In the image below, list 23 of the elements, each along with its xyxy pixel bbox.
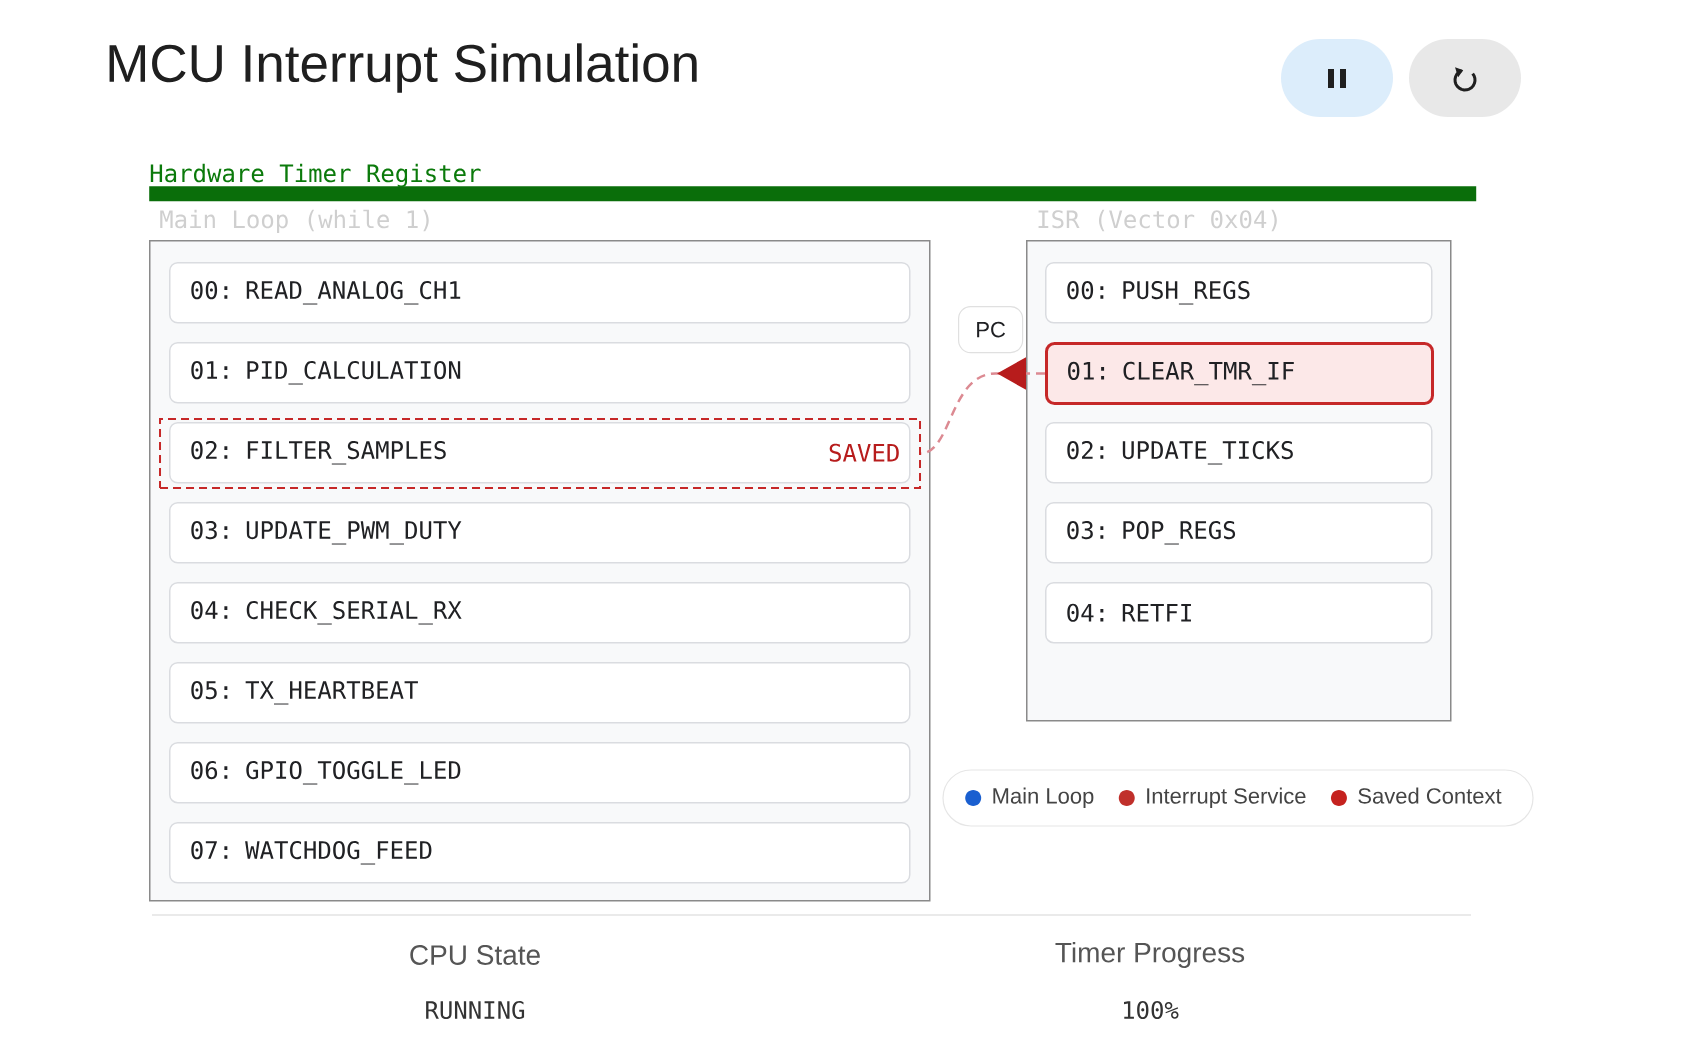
stat-value: 100% xyxy=(1124,1000,1179,1020)
instruction-box: 07: WATCHDOG_FEED xyxy=(169,822,911,884)
pointer-label: PC xyxy=(958,306,1024,354)
instruction-box: 02: UPDATE_TICKS xyxy=(1045,422,1433,484)
instruction-box: 06: GPIO_TOGGLE_LED xyxy=(169,742,911,804)
bar-label: Hardware Timer Register xyxy=(150,163,481,188)
instruction-box: 03: POP_REGS xyxy=(1045,502,1433,564)
legend-text: Interrupt Service xyxy=(1147,787,1306,809)
title: MCU Interrupt Simulation xyxy=(109,43,697,93)
status-tag: SAVED xyxy=(829,443,899,462)
legend-text: Main Loop xyxy=(993,787,1094,809)
instruction-box: 03: UPDATE_PWM_DUTY xyxy=(169,502,911,564)
instruction-box: 04: CHECK_SERIAL_RX xyxy=(169,582,911,644)
instruction-box: 01: PID_CALCULATION xyxy=(169,342,911,404)
instruction-box: 04: RETFI xyxy=(1045,582,1433,644)
stat-value: RUNNING xyxy=(426,1000,525,1020)
legend-text: Saved Context xyxy=(1358,787,1502,804)
instruction-box: 01: CLEAR_TMR_IF xyxy=(1045,342,1434,405)
instruction-box: 05: TX_HEARTBEAT xyxy=(169,662,911,724)
stat-heading: CPU State xyxy=(410,945,540,965)
instruction-box: 00: PUSH_REGS xyxy=(1045,262,1433,324)
stat-heading: Timer Progress xyxy=(1055,941,1245,969)
instruction-box: 00: READ_ANALOG_CH1 xyxy=(169,262,911,324)
